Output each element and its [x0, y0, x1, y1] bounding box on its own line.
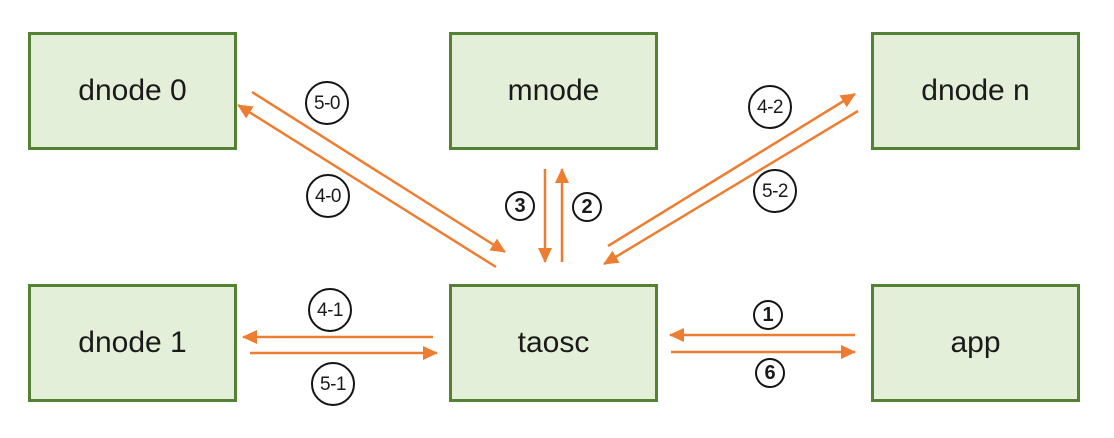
- edge-label-5-1: 5-1: [311, 362, 355, 406]
- edge-label-4-0: 4-0: [306, 174, 350, 218]
- node-dnode-n: dnode n: [871, 32, 1080, 150]
- node-app: app: [871, 284, 1080, 402]
- node-dnode-1: dnode 1: [28, 284, 237, 402]
- node-dnode-0: dnode 0: [28, 32, 237, 150]
- edge-label-6: 6: [755, 358, 785, 388]
- node-mnode: mnode: [449, 32, 658, 150]
- edge-label-4-2: 4-2: [748, 85, 792, 129]
- edge-label-4-1: 4-1: [308, 288, 352, 332]
- edge-label-3: 3: [505, 191, 535, 221]
- edge-label-5-2: 5-2: [753, 169, 797, 213]
- edge-label-2: 2: [572, 192, 602, 222]
- edge-label-1: 1: [753, 300, 783, 330]
- edge-label-5-0: 5-0: [305, 81, 349, 125]
- node-taosc: taosc: [449, 284, 658, 402]
